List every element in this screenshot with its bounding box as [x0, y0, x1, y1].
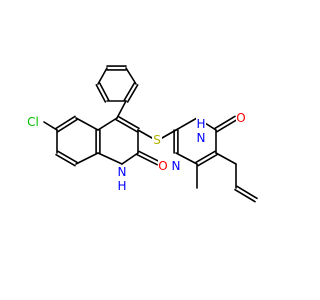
double-bond-line [57, 118, 78, 133]
double-bond-line [126, 84, 139, 103]
double-bond-line [117, 115, 140, 130]
double-bond-line [98, 82, 110, 101]
single-bond [125, 67, 137, 85]
double-bond-line [138, 150, 160, 163]
double-bond-line [115, 118, 138, 133]
double-bond-line [55, 153, 76, 167]
atom-label-background [25, 115, 41, 129]
single-bond [175, 117, 198, 131]
atom-label-text: H [196, 117, 205, 131]
double-bond-line [57, 150, 78, 164]
double-bond-line [216, 118, 238, 133]
single-bond [43, 121, 58, 131]
double-bond-line [234, 188, 256, 203]
single-bond [97, 152, 123, 165]
double-bond-line [95, 84, 107, 103]
atom-label-text: O [236, 111, 245, 125]
double-bond-line [195, 150, 216, 164]
single-bond [121, 152, 139, 165]
atom-label-text: H [117, 179, 126, 193]
atom-label-background [171, 159, 181, 173]
single-bond [97, 117, 118, 131]
double-bond-line [55, 115, 76, 130]
atom-label-s: S [152, 133, 162, 147]
atom-label-o1: O [158, 159, 168, 173]
double-bond-line [236, 185, 258, 200]
atom-label-background [117, 165, 127, 179]
single-bond [215, 152, 237, 165]
atom-label-text: N [172, 159, 181, 173]
atom-label-background [158, 159, 168, 173]
atom-label-cl: Cl [25, 115, 41, 129]
atom-label-n1h: H [117, 179, 127, 193]
atom-label-text: N [197, 131, 206, 145]
double-bond-line [136, 153, 158, 166]
single-bond [75, 152, 99, 165]
single-bond [137, 129, 153, 139]
atom-label-background [152, 133, 162, 147]
atom-label-n3h: H [196, 117, 206, 131]
single-bond [75, 117, 99, 131]
single-bond [175, 152, 198, 165]
atom-label-background [236, 111, 246, 125]
atom-label-n3: N [196, 131, 206, 145]
atom-label-n4: N [171, 159, 181, 173]
atom-label-background [196, 131, 206, 145]
single-bond [97, 67, 108, 85]
atom-label-n1: N [117, 165, 127, 179]
atom-label-background [117, 179, 127, 193]
atom-label-text: S [153, 133, 161, 147]
atom-label-text: Cl [27, 115, 39, 129]
atom-label-background [196, 117, 206, 131]
double-bond-line [123, 82, 136, 101]
atom-label-text: N [118, 165, 127, 179]
atom-label-text: O [158, 159, 167, 173]
double-bond-line [214, 115, 236, 130]
double-bond-line [197, 153, 218, 167]
atom-label-o2: O [236, 111, 246, 125]
bonds [43, 65, 258, 203]
single-bond [116, 100, 127, 119]
